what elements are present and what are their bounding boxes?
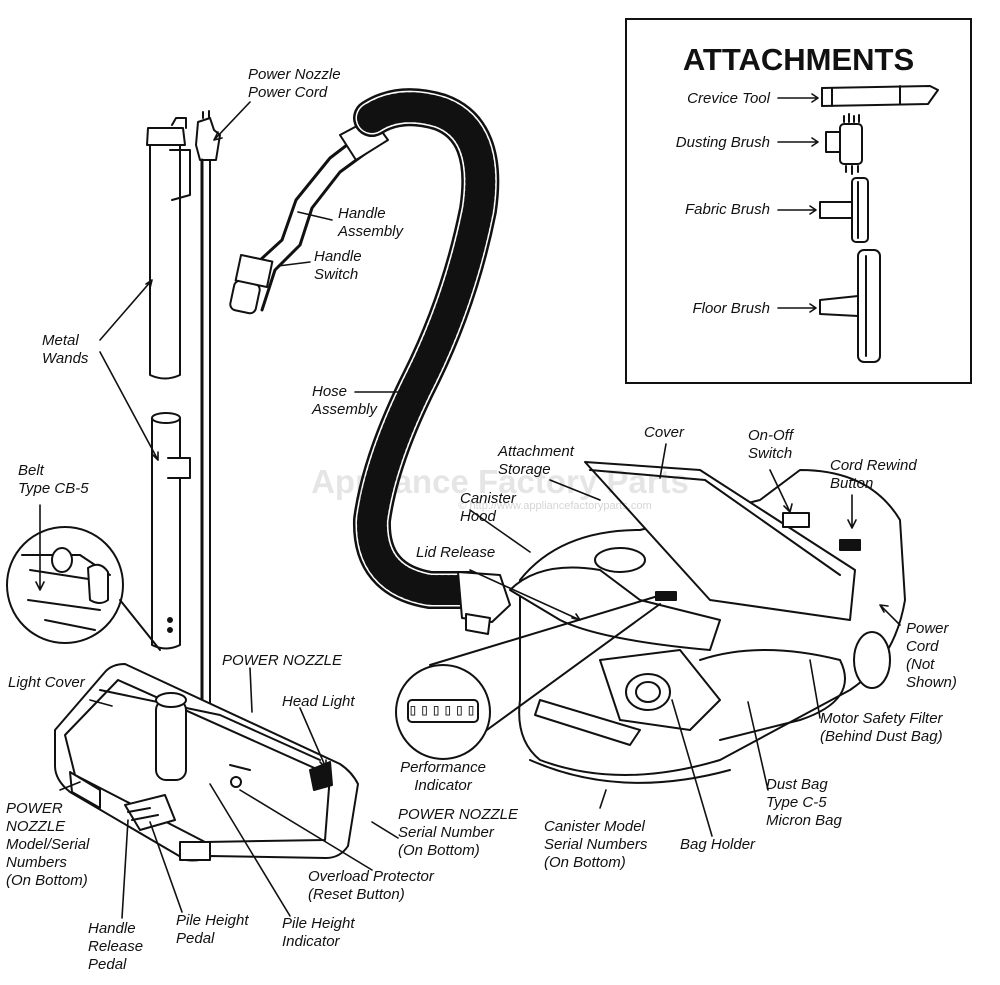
power-cord-label: Power Cord (Not Shown) [906, 620, 957, 691]
indicator-digits: ▯▯▯▯▯▯ [408, 700, 478, 719]
dust-bag-label: Dust Bag Type C-5 Micron Bag [766, 776, 842, 829]
performance-indicator-icon [395, 595, 661, 760]
overload-protector-label: Overload Protector (Reset Button) [308, 868, 434, 903]
leader-lines [35, 93, 901, 919]
crevice-tool-label: Crevice Tool [687, 90, 770, 107]
head-light-label: Head Light [282, 693, 355, 710]
hose-assembly-label: Hose Assembly [312, 383, 378, 418]
handle-assembly-label: Handle Assembly [338, 205, 404, 240]
watermark-brand: Appliance Factory Parts [311, 463, 689, 500]
hose-icon [229, 88, 511, 635]
motor-safety-filter-label: Motor Safety Filter (Behind Dust Bag) [820, 710, 943, 745]
canister-model-serial-label: Canister Model Serial Numbers (On Bottom… [544, 818, 648, 871]
power-nozzle-serial-number-label: POWER NOZZLE Serial Number (On Bottom) [398, 806, 519, 859]
light-cover-label: Light Cover [8, 674, 85, 691]
performance-indicator-label: Performance Indicator [400, 759, 486, 794]
on-off-switch-label: On-Off Switch [748, 427, 794, 462]
attachment-storage-label: Attachment Storage [498, 443, 574, 478]
cover-label: Cover [644, 424, 685, 441]
fabric-brush-icon [819, 177, 869, 243]
cord-rewind-button-label: Cord Rewind Button [830, 457, 917, 492]
pile-height-pedal-label: Pile Height Pedal [176, 912, 249, 947]
belt-label: Belt Type CB-5 [18, 462, 89, 497]
fabric-brush-label: Fabric Brush [684, 201, 770, 218]
floor-brush-label: Floor Brush [692, 300, 770, 317]
floor-brush-icon [819, 249, 881, 363]
power-nozzle-heading: POWER NOZZLE [222, 652, 343, 669]
lid-release-label: Lid Release [416, 544, 496, 561]
power-nozzle-model-serial-label: POWER NOZZLE Model/Serial Numbers (On Bo… [6, 800, 90, 889]
bag-holder-label: Bag Holder [680, 836, 756, 853]
metal-wands-label: Metal Wands [42, 332, 89, 367]
handle-release-pedal-label: Handle Release Pedal [88, 920, 144, 973]
power-nozzle-icon [54, 663, 359, 862]
attachments-title: ATTACHMENTS [682, 42, 915, 77]
handle-switch-label: Handle Switch [314, 248, 362, 283]
wand-icon [146, 117, 191, 650]
crevice-tool-icon [821, 85, 939, 107]
watermark-url: © http://www.appliancefactoryparts.com [458, 500, 652, 512]
dusting-brush-label: Dusting Brush [675, 134, 770, 151]
canister-hood-label: Canister Hood [460, 490, 516, 525]
power-nozzle-power-cord-label: Power Nozzle Power Cord [248, 66, 341, 101]
dusting-brush-icon [825, 113, 863, 175]
attachments-panel: ATTACHMENTS [625, 18, 972, 384]
belt-detail-icon [6, 526, 161, 651]
pile-height-indicator-label: Pile Height Indicator [282, 915, 355, 950]
